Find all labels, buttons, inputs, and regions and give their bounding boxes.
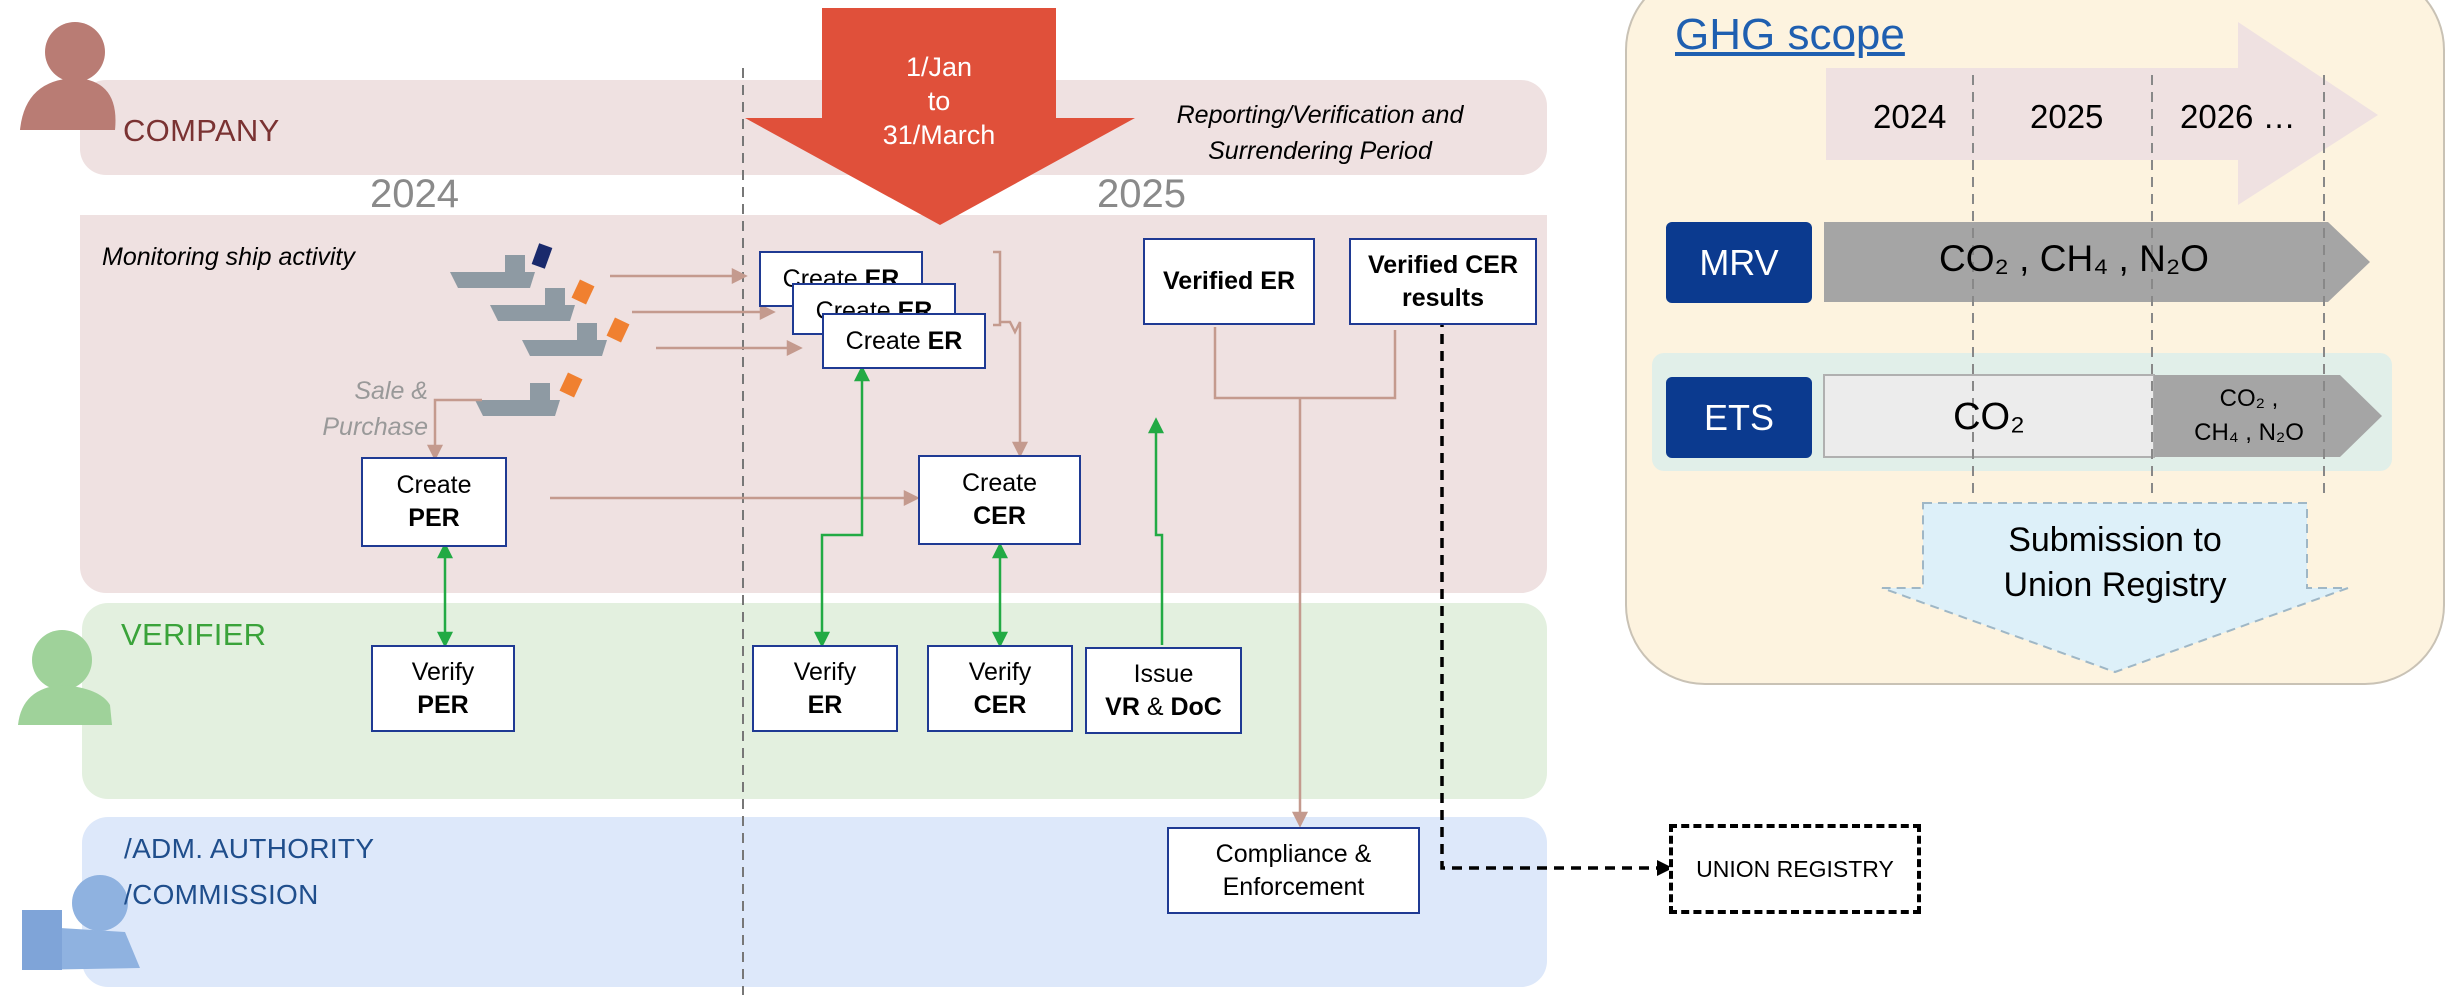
company-lane-label: COMPANY [123, 113, 280, 148]
submission-line2: Union Registry [2003, 566, 2227, 604]
ghg-year-2026: 2026 … [2180, 98, 2296, 135]
create-er-prefix-3: Create [845, 326, 928, 355]
verify-per-label: Verify [411, 657, 475, 686]
company-person-icon [20, 22, 116, 130]
verifier-person-icon [18, 630, 112, 725]
compliance-box: Compliance & Enforcement [1167, 827, 1420, 914]
create-er-box-3: Create ER [822, 313, 986, 369]
amp-label: & [1139, 692, 1171, 721]
ets-tag: ETS [1666, 377, 1812, 458]
ghg-year-2025: 2025 [2030, 98, 2104, 135]
period-caption-line1: Reporting/Verification and [1176, 101, 1464, 129]
flag-icons [531, 243, 630, 398]
er-3: ER [927, 326, 963, 355]
period-arrow-text: 1/Jan to 31/March [822, 50, 1056, 152]
submission-arrow [1881, 502, 2349, 674]
vr-label: VR [1105, 692, 1140, 721]
mrv-gases: CO₂ , CH₄ , N₂O [1939, 238, 2209, 279]
submission-line1: Submission to [2008, 521, 2222, 559]
submission-text: Submission to Union Registry [1923, 518, 2307, 608]
issue-label: Issue [1133, 659, 1194, 688]
year-2024-label: 2024 [370, 172, 459, 216]
verified-er-box: Verified ER [1143, 238, 1315, 325]
ets-later-line2: CH₄ , N₂O [2194, 419, 2304, 446]
verify-er-acronym: ER [807, 690, 843, 719]
verify-cer-label: Verify [968, 657, 1032, 686]
create-cer-label: Create [961, 469, 1038, 497]
doc-label: DoC [1170, 692, 1222, 721]
verify-cer-acronym: CER [973, 690, 1027, 719]
authority-lane-label: /ADM. AUTHORITY [124, 833, 375, 864]
verify-per-box: Verify PER [371, 645, 515, 732]
period-caption-line2: Surrendering Period [1208, 137, 1432, 165]
ets-later-line1: CO₂ , [2219, 385, 2279, 412]
per-label: PER [408, 504, 460, 532]
period-arrow [745, 8, 1135, 225]
ghg-timeline-arrow [1826, 22, 2378, 205]
issue-vr-doc-box: Issue VR & DoC [1085, 647, 1242, 734]
verify-cer-box: Verify CER [927, 645, 1073, 732]
vr-doc-label: VR & DoC [1105, 691, 1222, 724]
monitoring-label: Monitoring ship activity [102, 243, 355, 271]
create-per-label: Create [396, 471, 472, 499]
verify-per-acronym: PER [417, 690, 469, 719]
mrv-arrow [1824, 222, 2370, 302]
ets-later-gases: CO₂ , CH₄ , N₂O [2154, 382, 2344, 450]
verified-cer-box: Verified CER results [1349, 238, 1537, 325]
authority-person-icon [22, 875, 140, 970]
compliance-line2: Enforcement [1222, 872, 1365, 901]
verify-er-box: Verify ER [752, 645, 898, 732]
verify-er-label: Verify [793, 657, 857, 686]
create-er-label-3: Create ER [846, 325, 963, 358]
union-registry-box: UNION REGISTRY [1669, 824, 1921, 914]
purchase-label: Purchase [322, 413, 428, 441]
sale-purchase-label: Sale & Purchase [318, 373, 428, 445]
create-per-box: Create PER [361, 457, 507, 547]
ship-icons [450, 255, 607, 416]
green-flows [436, 365, 1165, 648]
brown-flows [426, 250, 1397, 828]
create-cer-box: Create CER [918, 455, 1081, 545]
period-caption: Reporting/Verification and Surrendering … [1130, 97, 1510, 169]
year-2025-label: 2025 [1097, 172, 1186, 216]
verifier-lane-label: VERIFIER [121, 617, 267, 652]
verified-cer-line2: results [1402, 283, 1484, 312]
mrv-tag: MRV [1666, 222, 1812, 303]
verified-cer-line1: Verified CER [1367, 250, 1519, 279]
period-to: to [927, 86, 951, 116]
period-end: 31/March [882, 120, 996, 150]
ets-co2-text: CO₂ [1953, 396, 2025, 438]
ghg-scope-title: GHG scope [1675, 10, 1905, 59]
commission-lane-label: /COMMISSION [124, 879, 319, 910]
sale-label: Sale & [354, 377, 428, 405]
ets-co2-box [1823, 374, 2155, 458]
compliance-line1: Compliance & [1215, 839, 1372, 868]
ghg-year-2024: 2024 [1873, 98, 1947, 135]
registry-connector [1440, 300, 1660, 870]
ghg-year-dividers [1972, 75, 2325, 500]
cer-label: CER [973, 502, 1026, 530]
period-start: 1/Jan [905, 52, 973, 82]
